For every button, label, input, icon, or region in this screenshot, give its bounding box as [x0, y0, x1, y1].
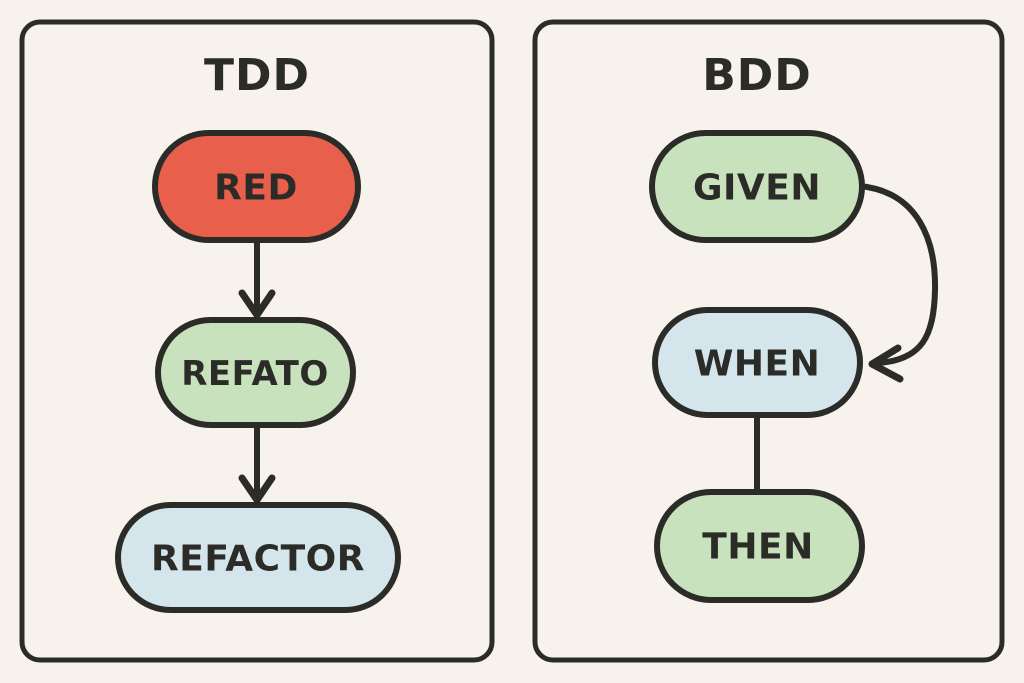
node-bdd-then-shape — [654, 489, 865, 603]
node-bdd-given-label: GIVEN — [693, 168, 821, 209]
node-bdd-when-label: WHEN — [694, 344, 821, 385]
node-tdd-refactor[interactable]: REFACTOR — [115, 502, 401, 613]
connector-tdd-refato-to-refactor-arrowhead — [238, 474, 276, 504]
connector-bdd-given-to-when — [859, 183, 939, 383]
panel-tdd: TDD RED REFATO — [19, 19, 495, 663]
node-tdd-red[interactable]: RED — [152, 130, 361, 243]
node-tdd-refato[interactable]: REFATO — [155, 317, 356, 428]
panel-bdd-title: BDD — [702, 50, 812, 101]
panel-tdd-title: TDD — [204, 50, 310, 101]
connector-tdd-red-to-refato-arrowhead — [238, 289, 276, 319]
node-bdd-then[interactable]: THEN — [654, 489, 865, 603]
connector-tdd-red-to-refato — [238, 240, 276, 319]
node-bdd-when[interactable]: WHEN — [652, 307, 863, 418]
node-tdd-refactor-label: REFACTOR — [151, 539, 365, 580]
panel-bdd: BDD GIVEN WHEN THEN — [532, 19, 1005, 663]
node-bdd-given[interactable]: GIVEN — [649, 130, 865, 243]
panel-bdd-frame — [532, 19, 1005, 663]
node-tdd-red-label: RED — [214, 168, 298, 209]
connector-bdd-given-to-when-arrowhead — [868, 344, 904, 383]
panel-tdd-frame — [19, 19, 495, 663]
connector-tdd-refato-to-refactor — [238, 425, 276, 504]
connector-bdd-given-to-when-curve — [859, 183, 939, 366]
node-bdd-then-label: THEN — [702, 527, 813, 568]
node-tdd-refato-label: REFATO — [181, 354, 329, 394]
node-tdd-refactor-shape — [115, 502, 401, 613]
